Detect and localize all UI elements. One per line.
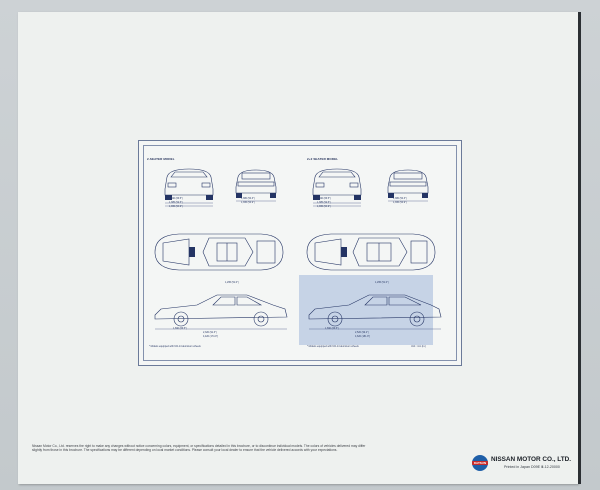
brand-area: DATSUN NISSAN MOTOR CO., LTD. Printed in… [470, 453, 580, 483]
print-info: Printed in Japan D09E Ⅲ-12-20000 [504, 465, 560, 469]
left-rear-view [235, 169, 277, 202]
unit-note: Unit : mm (in.) [411, 345, 427, 348]
company-name: NISSAN MOTOR CO., LTD. [491, 456, 572, 463]
left-width-2: 1,385 (54.5") [169, 201, 183, 204]
right-side-top-dim: 1,295 (51.0") [375, 281, 389, 284]
datsun-logo-icon: DATSUN [472, 455, 488, 471]
left-side-dim-2: 2,320 (91.3") [203, 331, 217, 334]
right-width-2: 1,385 (54.5") [317, 201, 331, 204]
right-width-4: 1,380 (54.3") [393, 197, 407, 200]
right-model-title: 2+2 SEATER MODEL [307, 157, 339, 161]
highlight-panel [299, 275, 433, 345]
right-side-dim-3: 4,620 (181.9") [355, 335, 371, 338]
left-side-view [154, 294, 288, 330]
left-footnote: * Models equipped with 6JJ-14 aluminum w… [149, 345, 201, 348]
brochure-back-cover: 2-SEATER MODEL 2+2 SEATER MODEL 1,690 (6… [18, 12, 578, 484]
right-side-view [308, 294, 442, 330]
right-side-dim-1: 1,690 (66.5") [325, 327, 339, 330]
right-top-view [306, 233, 436, 271]
left-width-5: 1,395 (54.9") [241, 201, 255, 204]
right-width-5: 1,395 (54.9") [393, 201, 407, 204]
right-footnote: * Models equipped with 6JJ-14 aluminum w… [307, 345, 359, 348]
left-width-1: 1,690 (66.5") [169, 197, 183, 200]
logo-text: DATSUN [473, 461, 487, 465]
left-side-dim-1: 1,690 (66.5") [173, 327, 187, 330]
left-width-3: 1,395 (54.9") [169, 205, 183, 208]
left-side-dim-3: 4,420 (174.0") [203, 335, 219, 338]
blueprint-frame: 2-SEATER MODEL 2+2 SEATER MODEL 1,690 (6… [138, 140, 462, 366]
right-rear-view [387, 169, 429, 202]
left-width-4: 1,380 (54.3") [241, 197, 255, 200]
right-width-3: 1,395 (54.9") [317, 205, 331, 208]
blueprint-inner-border [143, 145, 457, 361]
left-model-title: 2-SEATER MODEL [147, 157, 175, 161]
left-top-view [154, 233, 284, 271]
left-front-view [164, 168, 214, 207]
right-front-view [312, 168, 362, 207]
logo-bar [472, 461, 488, 465]
binding-spine [578, 12, 581, 484]
left-side-top-dim: 1,295 (51.0") [225, 281, 239, 284]
right-width-1: 1,690 (66.5") [317, 197, 331, 200]
right-side-dim-2: 2,520 (99.2") [355, 331, 369, 334]
disclaimer-text: Nissan Motor Co., Ltd. reserves the righ… [32, 444, 366, 453]
